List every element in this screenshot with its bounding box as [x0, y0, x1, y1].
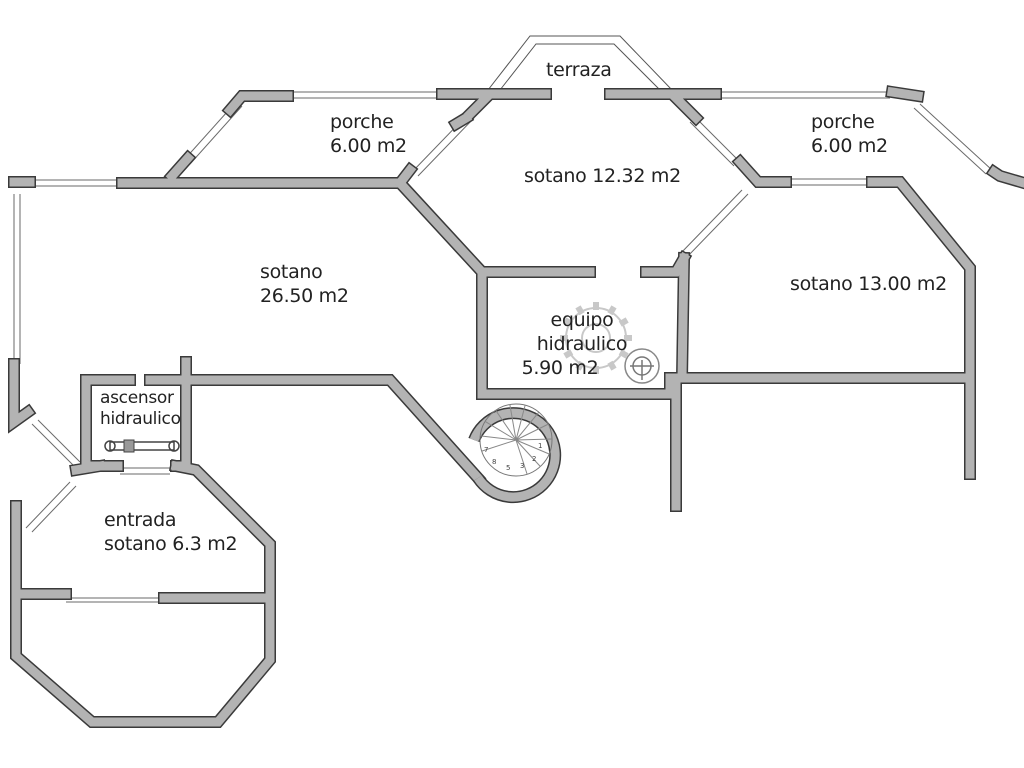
small-gear-icon	[624, 348, 660, 384]
gear-tooth	[563, 317, 574, 327]
spiral-staircase: 1 2 3 5 8 7	[468, 403, 562, 504]
stair-tread	[509, 404, 517, 441]
stair-tread	[515, 438, 552, 441]
windows	[13, 91, 993, 603]
gear-tooth	[618, 349, 629, 359]
sotano-large-area: 26.50 m2	[260, 285, 349, 307]
gear-tooth	[575, 305, 585, 316]
porche-right-name: porche	[811, 111, 875, 133]
entrada-sub: sotano 6.3 m2	[104, 533, 238, 555]
stair-tread	[484, 420, 517, 441]
sotano-right-name: sotano 13.00 m2	[790, 273, 947, 295]
stair-tread	[515, 405, 526, 441]
ascensor-name: ascensor	[100, 388, 174, 408]
gear-tooth	[607, 360, 617, 371]
gear-tooth	[618, 317, 629, 327]
hydraulic-piston-icon	[104, 439, 180, 453]
stair-step-3: 3	[520, 462, 524, 470]
equipo-name: equipo hidraulico	[536, 309, 628, 355]
room-label-sotano-center: sotano 12.32 m2	[524, 164, 681, 188]
stair-tread	[515, 423, 549, 441]
stair-step-8: 8	[492, 458, 496, 466]
sotano-large-name: sotano	[260, 261, 323, 283]
stair-tread	[515, 439, 528, 475]
terraza-name: terraza	[546, 59, 612, 81]
stair-step-2: 2	[532, 455, 536, 463]
porche-right-area: 6.00 m2	[811, 135, 888, 157]
stair-tread	[481, 439, 517, 452]
stair-tread	[515, 439, 541, 467]
stair-step-1: 1	[538, 442, 542, 450]
room-label-ascensor: ascensor hidraulico	[100, 388, 181, 430]
room-label-terraza: terraza	[546, 58, 612, 82]
sotano-center-name: sotano 12.32 m2	[524, 165, 681, 187]
room-label-sotano-large: sotano 26.50 m2	[260, 260, 349, 308]
equipo-area: 5.90 m2	[521, 357, 599, 379]
porche-left-name: porche	[330, 111, 394, 133]
stair-tread	[480, 435, 517, 441]
stair-step-7: 7	[484, 446, 488, 454]
ascensor-sub: hidraulico	[100, 409, 181, 429]
gear-tooth	[563, 349, 574, 359]
room-label-sotano-right: sotano 13.00 m2	[790, 272, 947, 296]
gear-tooth	[575, 360, 585, 371]
stair-tread	[495, 410, 517, 441]
stair-step-5: 5	[506, 464, 510, 472]
gear-tooth	[607, 305, 617, 316]
terraza-outline	[487, 35, 673, 91]
stair-tread	[515, 411, 540, 441]
gear-icon	[560, 302, 632, 374]
room-label-porche-right: porche 6.00 m2	[811, 110, 888, 158]
entrada-name: entrada	[104, 509, 177, 531]
walls	[7, 85, 1024, 728]
stair-tread	[515, 439, 550, 455]
room-label-equipo: equipo hidraulico 5.90 m2	[508, 308, 656, 380]
room-label-porche-left: porche 6.00 m2	[330, 110, 407, 158]
room-label-entrada: entrada sotano 6.3 m2	[104, 508, 238, 556]
porche-left-area: 6.00 m2	[330, 135, 407, 157]
